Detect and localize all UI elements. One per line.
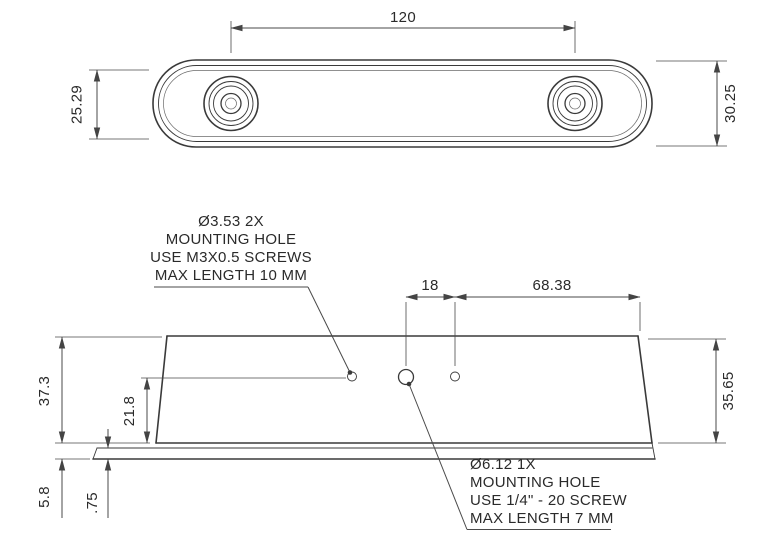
dim-label-plate-thickness: .75 <box>84 492 101 514</box>
dimension-hole-center-to-base: 21.8 <box>121 377 151 444</box>
quarter-inch-hole-note: Ø6.12 1X MOUNTING HOLE USE 1/4" - 20 SCR… <box>406 381 627 530</box>
dimension-body-height: 35.65 <box>648 338 737 444</box>
m3-hole-right <box>450 371 460 382</box>
dimension-height-left: 25.29 <box>69 69 149 140</box>
dim-label-height-right: 30.25 <box>722 84 739 123</box>
m3-note-line-4: MAX LENGTH 10 MM <box>155 267 307 284</box>
m3-note-line-2: MOUNTING HOLE <box>166 231 297 248</box>
dim-label-hole-spacing: 18 <box>421 277 438 294</box>
quarter-note-line-1: Ø6.12 1X <box>470 456 536 473</box>
quarter-note-leader-dot <box>406 381 412 387</box>
dimension-base-step: 5.8 <box>36 458 90 518</box>
dimension-overall-height: 37.3 <box>36 336 162 444</box>
m3-note-leader-dot <box>347 370 353 375</box>
dimension-height-right: 30.25 <box>656 60 739 147</box>
m3-hole-note: Ø3.53 2X MOUNTING HOLE USE M3X0.5 SCREWS… <box>150 213 353 375</box>
dim-label-base-step: 5.8 <box>36 486 53 508</box>
dimension-lens-spacing: 120 <box>230 9 576 53</box>
quarter-note-line-4: MAX LENGTH 7 MM <box>470 510 614 527</box>
m3-note-line-3: USE M3X0.5 SCREWS <box>150 249 312 266</box>
quarter-note-line-3: USE 1/4" - 20 SCREW <box>470 492 627 509</box>
right-lens <box>547 75 603 132</box>
dim-label-hole-center-to-base: 21.8 <box>121 396 138 426</box>
dim-label-hole-to-edge: 68.38 <box>532 277 571 294</box>
dim-label-height-left: 25.29 <box>69 85 86 124</box>
dim-label-body-height: 35.65 <box>720 371 737 410</box>
dimension-hole-spacing: 18 <box>405 277 641 366</box>
quarter-note-leader-line <box>408 383 468 530</box>
top-view: 120 25.29 30.25 <box>69 9 739 148</box>
quarter-note-line-2: MOUNTING HOLE <box>470 474 601 491</box>
left-lens <box>203 75 259 132</box>
mounting-holes <box>141 368 460 386</box>
camera-body-outline <box>152 59 653 148</box>
camera-body-profile <box>155 335 653 444</box>
bottom-view: 18 68.38 37.3 21.8 5.8 .75 <box>36 213 737 530</box>
quarter-inch-hole <box>397 368 415 386</box>
dim-label-overall-height: 37.3 <box>36 376 53 406</box>
m3-note-leader-line <box>307 286 351 373</box>
dimension-hole-to-edge: 68.38 <box>454 277 641 301</box>
m3-note-line-1: Ø3.53 2X <box>198 213 264 230</box>
mounting-plate <box>92 442 656 460</box>
dimension-plate-thickness: .75 <box>84 429 112 518</box>
dim-label-lens-spacing: 120 <box>390 9 416 26</box>
